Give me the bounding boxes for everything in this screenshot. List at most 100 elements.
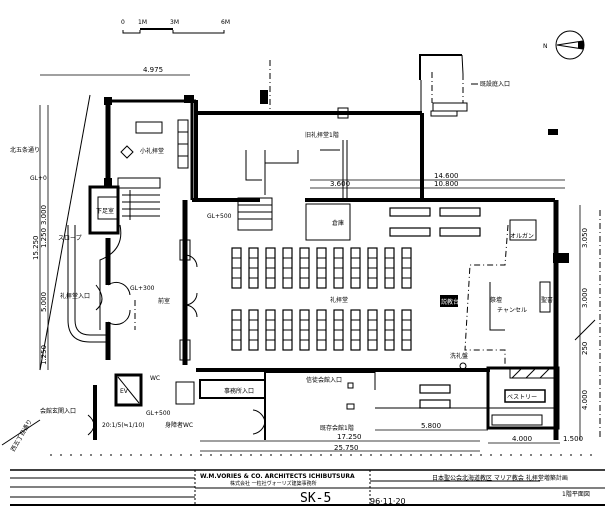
existing-building-label: 既存会館1階 [320,424,354,432]
side-road-label: 北五条通り [10,146,40,154]
pew [350,309,361,351]
dim-right-a: 3.050 [581,228,589,248]
scale-label-1: 1M [138,19,147,26]
wheelchair-wc-label: 身障者WC [165,421,193,429]
storage-label: 倉庫 [332,219,344,227]
dim-top-offset: 4.975 [143,66,163,74]
north-label: N [543,43,548,50]
pew [282,309,293,351]
pew [316,247,327,289]
pew [384,309,395,351]
title-block: W.M.VORIES & CO. ARCHITECTS ICHIBUTSURA … [10,469,605,506]
stair-area: 下足室 [67,185,160,343]
slope-label: スロープ [58,235,82,242]
scale-bar: 0 1M 3M 6M [121,19,230,34]
dim-bottom-b: 4.000 [512,435,532,443]
pew [367,247,378,289]
lectern-label: 聖書台 [541,296,559,304]
nave-walls [179,198,559,440]
dim-left-total: 15.250 [32,236,40,261]
top-dimension: 4.975 [40,66,190,76]
dim-bottom-d: 17.250 [337,433,362,441]
pew [299,247,310,289]
level-gl-stair: GL+500 [207,213,232,220]
dim-right-d: 4.000 [581,390,589,410]
nave-pews [231,247,412,351]
north-arrow-icon: N [543,30,585,60]
chancel-label: チャンセル [497,307,527,314]
pew [282,247,293,289]
level-gl-lower: GL+500 [146,410,171,417]
hall-entrance-label: 会館玄関入口 [40,407,76,415]
sheet-number: SK-5 [300,491,331,506]
chapel-entrance-label: 礼拝堂入口 [60,292,90,300]
elevator-label: EV [120,388,129,395]
pew [401,247,412,289]
stair-icon [122,190,160,220]
pew [350,247,361,289]
pew [265,247,276,289]
parish-hall-label: 信徒会館入口 [306,376,342,384]
scale-label-6: 6M [221,19,230,26]
existing-annex: 既設庭入口 [419,54,558,135]
dim-bottom-e: 25.750 [334,444,359,452]
wc-label: WC [150,375,160,382]
architect-name: W.M.VORIES & CO. ARCHITECTS ICHIBUTSURA [200,473,355,480]
dim-right-c: 250 [581,342,589,355]
dim-left-c: 5.000 [40,292,48,312]
pew [367,309,378,351]
pew [333,247,344,289]
vestry: ベストリー [486,366,560,430]
dim-top-b: 14.600 [434,172,459,180]
office-entrance-label: 事務所入口 [224,387,254,395]
architect-name-jp: 株式会社 一粒社ヴォーリズ建築事務所 [230,480,317,487]
pew [231,309,242,351]
pew [384,247,395,289]
scale-label-0: 0 [121,19,125,26]
scale-label-3: 3M [170,19,179,26]
project-name: 日本聖公会北海道教区 マリア教会 礼拝堂増築計画 [432,474,568,482]
existing-chapel-label: 旧礼拝堂1階 [305,131,339,139]
drawing-title: 1階平面図 [562,490,590,498]
dim-left-d: 1.250 [40,345,48,365]
pew [248,309,259,351]
dim-right-b: 3.000 [581,288,589,308]
vestry-label: ベストリー [507,394,537,401]
bottom-dimensions: 5.800 4.000 1.500 17.250 25.750 [50,422,600,456]
pew [316,309,327,351]
narthex-label: 前室 [158,297,170,305]
dim-left-a: 3.000 [40,205,48,225]
right-dimensions: 3.050 3.000 250 4.000 [553,205,601,440]
side-pews [389,207,481,409]
baptismal-font-label: 洗礼盤 [450,352,468,360]
drawing-date: 96·11·20 [370,497,406,506]
organ-label: オルガン [510,232,534,240]
nave-label: 礼拝堂 [330,296,348,304]
pew [333,309,344,351]
chancel-area: オルガン 説教台 祭壇 チャンセル 聖書台 洗礼盤 [440,219,559,370]
stair-down-label: 下足室 [96,207,114,215]
pew [265,309,276,351]
pew [401,309,412,351]
storage-room: 倉庫 [305,203,351,241]
dim-left-b: 1.250 [40,228,48,248]
lower-left-block: EV 会館玄関入口 GL+500 20:1/5(≒1/10) 身障者WC WC [40,373,195,440]
lower-center: 事務所入口 信徒会館入口 既存会館1階 [199,371,555,440]
pew [248,247,259,289]
small-chapel: 小礼拝堂 [104,97,194,200]
slope-note: 20:1/5(≒1/10) [102,422,145,429]
dim-top-c: 10.800 [434,180,459,188]
rear-road-label: 西五丁目通り [9,418,34,453]
pew [299,309,310,351]
garden-entrance-label: 既設庭入口 [480,80,510,88]
dim-bottom-a: 5.800 [421,422,441,430]
dim-bottom-c: 1.500 [563,435,583,443]
altar-label: 祭壇 [490,296,502,304]
level-gl-top: GL+0 [30,175,47,182]
left-dimensions: 北五条通り GL+0 3.000 15.250 1.250 5.000 1.25… [1,94,91,453]
dim-top-a: 3.600 [330,180,350,188]
existing-chapel: 旧礼拝堂1階 [178,60,424,200]
pulpit-label: 説教台 [441,298,459,306]
level-gl-narthex: GL+300 [130,285,155,292]
